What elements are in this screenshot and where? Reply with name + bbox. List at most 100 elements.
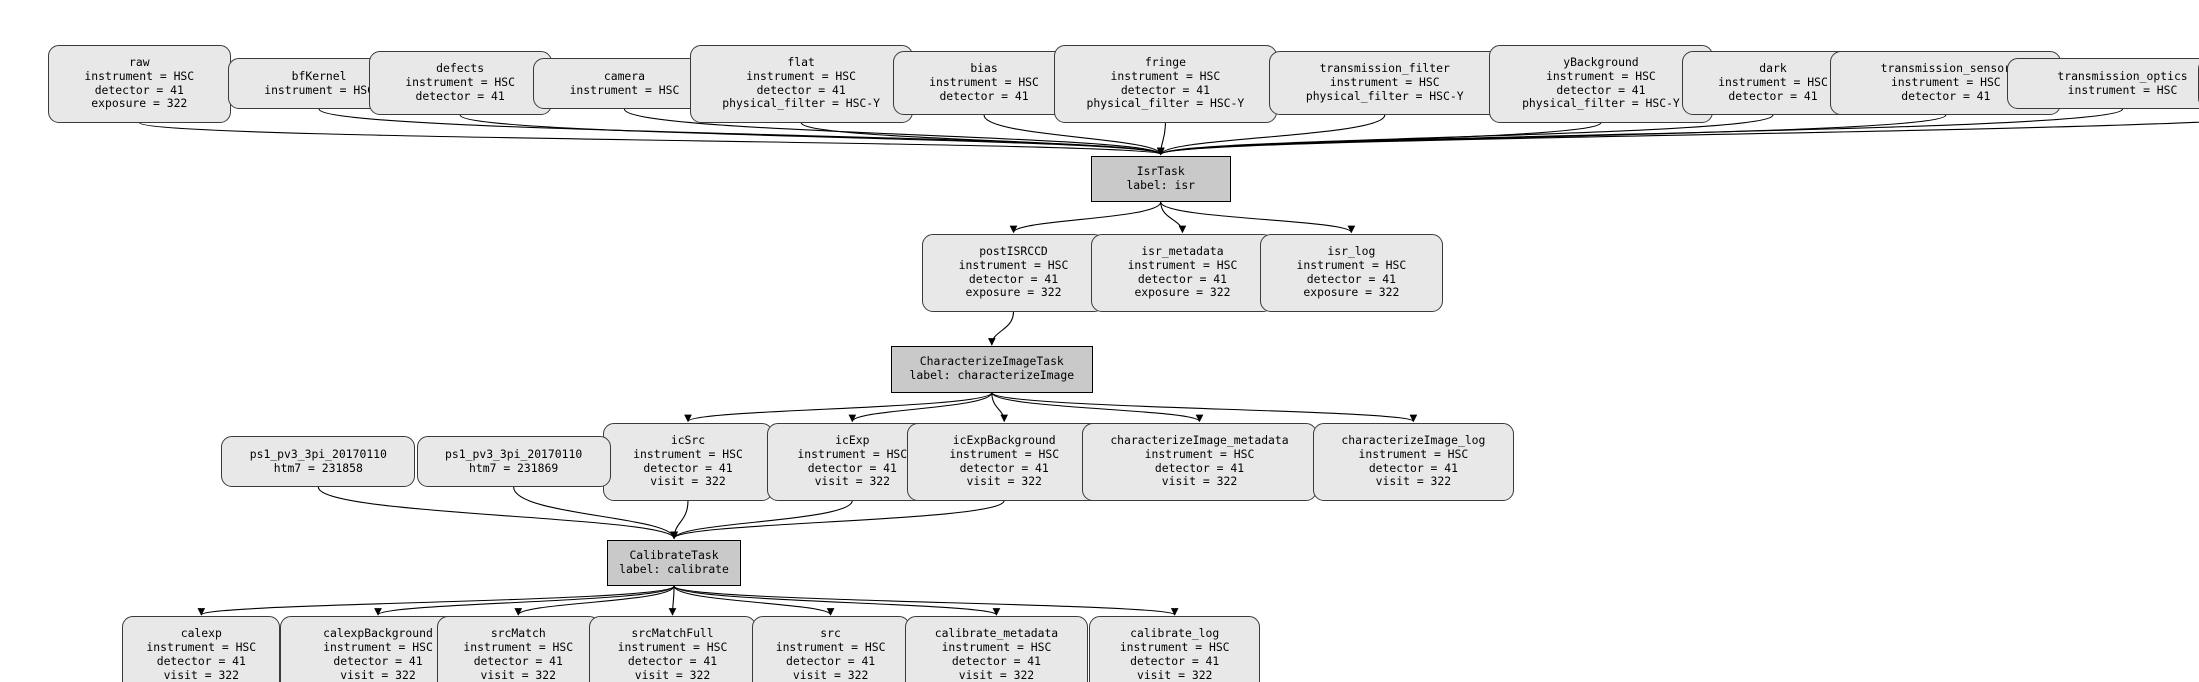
node-title: IsrTask (1136, 163, 1185, 178)
node-dimension: exposure = 322 (1303, 285, 1400, 300)
node-dimension: label: isr (1126, 177, 1196, 192)
node-title: yBackground (1563, 54, 1639, 69)
node-dimension: instrument = HSC (2067, 82, 2178, 97)
node-dimension: instrument = HSC (797, 446, 908, 461)
node-dimension: instrument = HSC (569, 82, 680, 97)
node-dimension: detector = 41 (156, 654, 246, 668)
node-dimension: instrument = HSC (84, 68, 195, 83)
node-dimension: detector = 41 (786, 654, 876, 668)
node-dimension: detector = 41 (1728, 88, 1818, 103)
edge-CalibrateTask-to-srcMatchFull (668, 585, 677, 616)
node-title: icExpBackground (952, 432, 1056, 447)
edge-CharacterizeImageTask-to-characterizeImage_metadata (991, 391, 1204, 423)
node-title: isr_metadata (1141, 243, 1224, 258)
node-dimension: detector = 41 (939, 88, 1029, 103)
node-dimension: instrument = HSC (405, 74, 515, 89)
node-dimension: physical_filter = HSC-Y (722, 96, 880, 111)
node-dimension: visit = 322 (163, 667, 240, 682)
edge-CharacterizeImageTask-to-characterizeImage_log (991, 391, 1418, 423)
node-dimension: detector = 41 (1154, 460, 1245, 475)
edge-CalibrateTask-to-calibrate_log (673, 585, 1179, 616)
node-dimension: instrument = HSC (1329, 74, 1440, 89)
node-dimension: visit = 322 (340, 667, 416, 682)
node-dimension: detector = 41 (1556, 82, 1646, 97)
node-title: bias (970, 60, 998, 75)
edge-fringe-to-IsrTask (1156, 122, 1166, 156)
node-title: CalibrateTask (629, 547, 719, 562)
edge-CalibrateTask-to-calexpBackground (374, 585, 675, 616)
node-dimension: detector = 41 (968, 271, 1059, 286)
edge-icExp-to-CalibrateTask (670, 500, 853, 540)
edge-CharacterizeImageTask-to-icExpBackground (991, 392, 1009, 423)
node-title: calibrate_log (1130, 626, 1220, 641)
node-dimension: physical_filter = HSC-Y (1522, 96, 1680, 111)
edge-CharacterizeImageTask-to-icSrc (684, 391, 993, 423)
node-dimension: detector = 41 (951, 654, 1042, 668)
node-dimension: visit = 322 (1375, 474, 1452, 489)
node-dimension: instrument = HSC (323, 640, 433, 655)
node-title: isr_log (1327, 243, 1376, 258)
node-title: src (820, 626, 841, 641)
node-dimension: physical_filter = HSC-Y (1305, 88, 1464, 103)
node-title: transmission_optics (2057, 68, 2188, 83)
edge-IsrTask-to-isr_log (1160, 201, 1356, 234)
node-title: camera (603, 68, 646, 83)
node-dimension: instrument = HSC (958, 257, 1069, 272)
node-dimension: visit = 322 (966, 474, 1042, 489)
node-dimension: instrument = HSC (146, 640, 257, 655)
node-dimension: instrument = HSC (1358, 446, 1469, 461)
edge-IsrTask-to-isr_metadata (1160, 201, 1187, 234)
node-dimension: detector = 41 (1901, 88, 1991, 103)
node-dimension: visit = 322 (958, 667, 1035, 682)
node-dimension: instrument = HSC (1144, 446, 1255, 461)
node-dimension: detector = 41 (1306, 271, 1396, 286)
node-dimension: instrument = HSC (617, 640, 728, 655)
node-dimension: instrument = HSC (264, 82, 374, 97)
node-dimension: visit = 322 (1161, 474, 1238, 489)
node-title: calexpBackground (323, 626, 433, 641)
node-dimension: physical_filter = HSC-Y (1086, 96, 1245, 111)
edge-raw-to-IsrTask (138, 122, 1165, 156)
node-dimension: instrument = HSC (1110, 68, 1221, 83)
node-title: characterizeImage_metadata (1110, 432, 1289, 447)
node-dimension: visit = 322 (792, 667, 869, 682)
node-title: CharacterizeImageTask (919, 354, 1064, 369)
edge-CharacterizeImageTask-to-icExp (848, 392, 993, 423)
node-dimension: exposure = 322 (91, 96, 188, 111)
node-dimension: detector = 41 (473, 654, 563, 668)
node-dimension: instrument = HSC (463, 640, 574, 655)
node-title: postISRCCD (979, 243, 1048, 258)
node-dimension: visit = 322 (634, 667, 711, 682)
node-dimension: visit = 322 (814, 474, 891, 489)
node-dimension: htm7 = 231869 (469, 460, 559, 475)
node-dimension: instrument = HSC (1127, 257, 1238, 272)
